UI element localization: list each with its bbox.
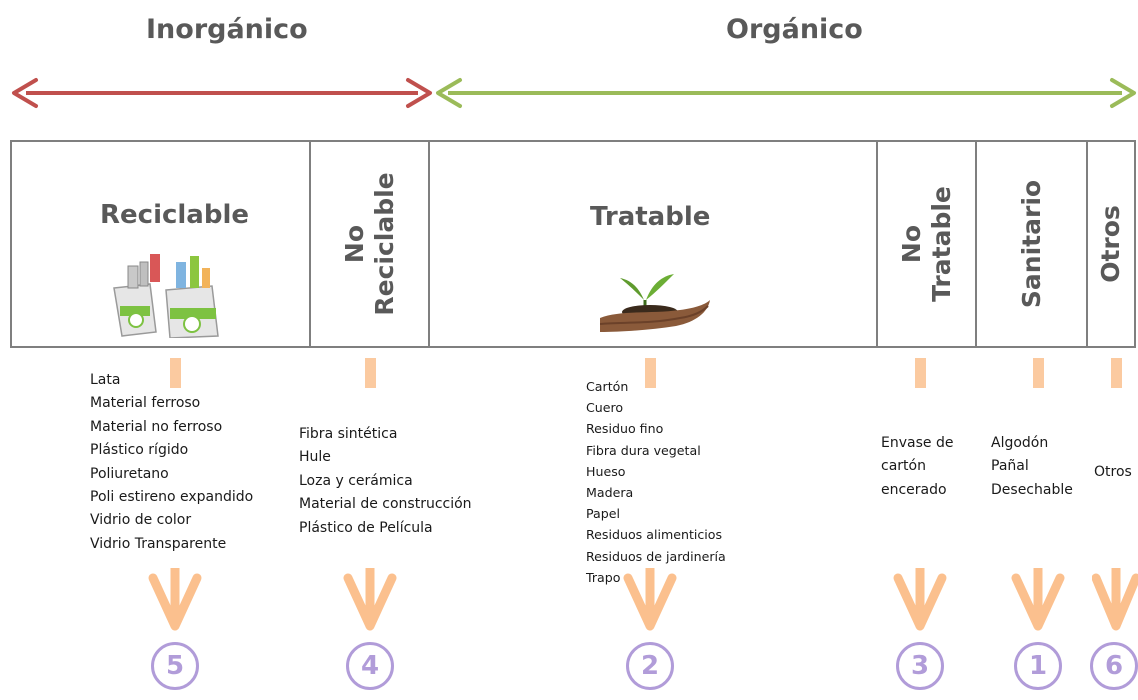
sanitario-title: Sanitario <box>1016 179 1046 309</box>
list-item: Plástico de Película <box>299 519 433 536</box>
no-tratable-title: No Tratable <box>896 186 956 302</box>
list-item: Cuero <box>586 400 624 416</box>
connector-stub <box>915 358 926 388</box>
list-item: Vidrio Transparente <box>90 535 227 552</box>
no-reciclable-items: Fibra sintética Hule Loza y cerámica Mat… <box>299 423 472 540</box>
list-item: Poliuretano <box>90 465 169 482</box>
organic-range-arrow <box>436 78 1136 108</box>
organic-header: Orgánico <box>726 14 863 45</box>
rank-badge-reciclable: 5 <box>151 642 199 690</box>
list-item: encerado <box>881 481 947 498</box>
list-item: Vidrio de color <box>90 512 192 529</box>
reciclable-title: Reciclable <box>100 200 250 230</box>
list-item: Trapo <box>586 569 621 585</box>
connector-stub <box>645 358 656 388</box>
list-item: Cartón <box>586 379 629 394</box>
inorganic-range-arrow <box>12 78 432 108</box>
list-item: Residuos de jardinería <box>586 548 726 564</box>
list-item: Madera <box>586 485 634 501</box>
down-arrow-icon <box>893 568 947 631</box>
sanitario-items: Algodón Pañal Desechable <box>991 432 1073 502</box>
list-item: Hueso <box>586 463 626 479</box>
rank-badge-no-tratable: 3 <box>896 642 944 690</box>
tratable-title: Tratable <box>590 202 711 232</box>
tratable-items: Cartón Cuero Residuo fino Fibra dura veg… <box>586 376 726 588</box>
cell-sanitario: Sanitario <box>975 140 1088 348</box>
plant-in-hand-icon <box>600 274 710 332</box>
down-arrow-icon <box>623 568 677 631</box>
list-item: Algodón <box>991 435 1049 451</box>
cell-reciclable: Reciclable <box>10 140 311 348</box>
range-arrows <box>12 78 1136 108</box>
rank-badge-tratable: 2 <box>626 642 674 690</box>
no-reciclable-title: No Reciclable <box>339 172 399 316</box>
list-item: Plástico rígido <box>90 442 189 459</box>
list-item: Lata <box>90 372 121 388</box>
list-item: Material de construcción <box>299 496 472 513</box>
otros-title: Otros <box>1096 205 1125 283</box>
list-item: Fibra sintética <box>299 426 398 442</box>
list-item: Loza y cerámica <box>299 472 413 489</box>
down-arrow-icon <box>343 568 397 631</box>
cell-no-reciclable: No Reciclable <box>309 140 430 348</box>
list-item: Pañal <box>991 458 1029 475</box>
connector-stub <box>1111 358 1122 388</box>
connector-stub <box>1033 358 1044 388</box>
reciclable-items: Lata Material ferroso Material no ferros… <box>90 369 253 556</box>
list-item: Envase de <box>881 435 954 451</box>
list-item: Residuo fino <box>586 421 664 437</box>
cell-tratable: Tratable <box>428 140 878 348</box>
list-item: Material ferroso <box>90 395 201 412</box>
inorganic-header: Inorgánico <box>146 14 308 45</box>
down-arrow-icon <box>1011 568 1065 631</box>
list-item: Material no ferroso <box>90 418 223 435</box>
list-item: Hule <box>299 449 331 466</box>
list-item: Desechable <box>991 481 1073 498</box>
down-arrow-icon <box>148 568 202 631</box>
connector-stub <box>170 358 181 388</box>
cell-no-tratable: No Tratable <box>876 140 977 348</box>
connector-stub <box>365 358 376 388</box>
cell-otros: Otros <box>1086 140 1136 348</box>
otros-items: Otros <box>1094 461 1132 484</box>
list-item: Otros <box>1094 464 1132 480</box>
rank-badge-otros: 6 <box>1090 642 1138 690</box>
recycle-bins-icon <box>113 254 219 338</box>
list-item: Poli estireno expandido <box>90 489 254 506</box>
list-item: Residuos alimenticios <box>586 527 723 543</box>
no-tratable-items: Envase de cartón encerado <box>881 432 953 502</box>
rank-badge-no-reciclable: 4 <box>346 642 394 690</box>
rank-badge-sanitario: 1 <box>1014 642 1062 690</box>
list-item: cartón <box>881 458 926 475</box>
list-item: Fibra dura vegetal <box>586 442 701 458</box>
down-arrow-icon <box>1092 568 1138 631</box>
list-item: Papel <box>586 506 620 522</box>
